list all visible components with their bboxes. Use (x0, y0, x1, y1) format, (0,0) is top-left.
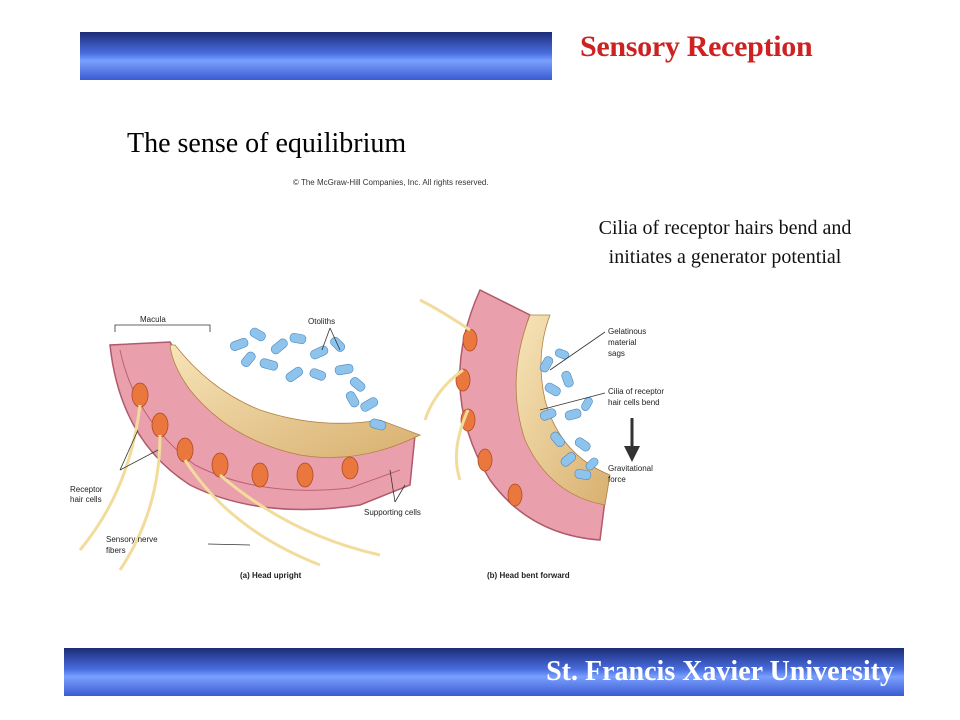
footer-bar (64, 648, 904, 696)
gravity-arrow-icon (624, 418, 640, 462)
slide-title: Sensory Reception (580, 30, 813, 63)
macula-label: Macula (140, 315, 166, 324)
gelatinous-label-3: sags (608, 349, 625, 358)
footer-university: St. Francis Xavier University (546, 656, 894, 687)
receptor-label-1: Receptor (70, 485, 103, 494)
receptor-label-2: hair cells (70, 495, 102, 504)
copyright-notice: © The McGraw-Hill Companies, Inc. All ri… (293, 178, 489, 187)
sensory-nerve-label-2: fibers (106, 546, 126, 555)
header-bar (80, 32, 552, 80)
slide-subtitle: The sense of equilibrium (127, 128, 407, 159)
panel-b-label: (b) Head bent forward (487, 571, 570, 580)
otoliths-label: Otoliths (308, 317, 335, 326)
gelatinous-label-1: Gelatinous (608, 327, 646, 336)
cilia-label-2: hair cells bend (608, 398, 660, 407)
sensory-nerve-label-1: Sensory nerve (106, 535, 158, 544)
macula-bent-forward-illustration (419, 288, 640, 541)
panel-a-label: (a) Head upright (240, 571, 302, 580)
cilia-label-1: Cilia of receptor (608, 387, 664, 396)
supporting-cells-label: Supporting cells (364, 508, 421, 517)
gravity-label-2: force (608, 475, 626, 484)
macula-upright-illustration (78, 327, 421, 571)
gravity-label-1: Gravitational (608, 464, 653, 473)
gelatinous-label-2: material (608, 338, 637, 347)
slide-caption: Cilia of receptor hairs bend and initiat… (598, 217, 852, 268)
equilibrium-figure: Macula Otoliths Receptor hair cells Supp… (70, 288, 664, 580)
